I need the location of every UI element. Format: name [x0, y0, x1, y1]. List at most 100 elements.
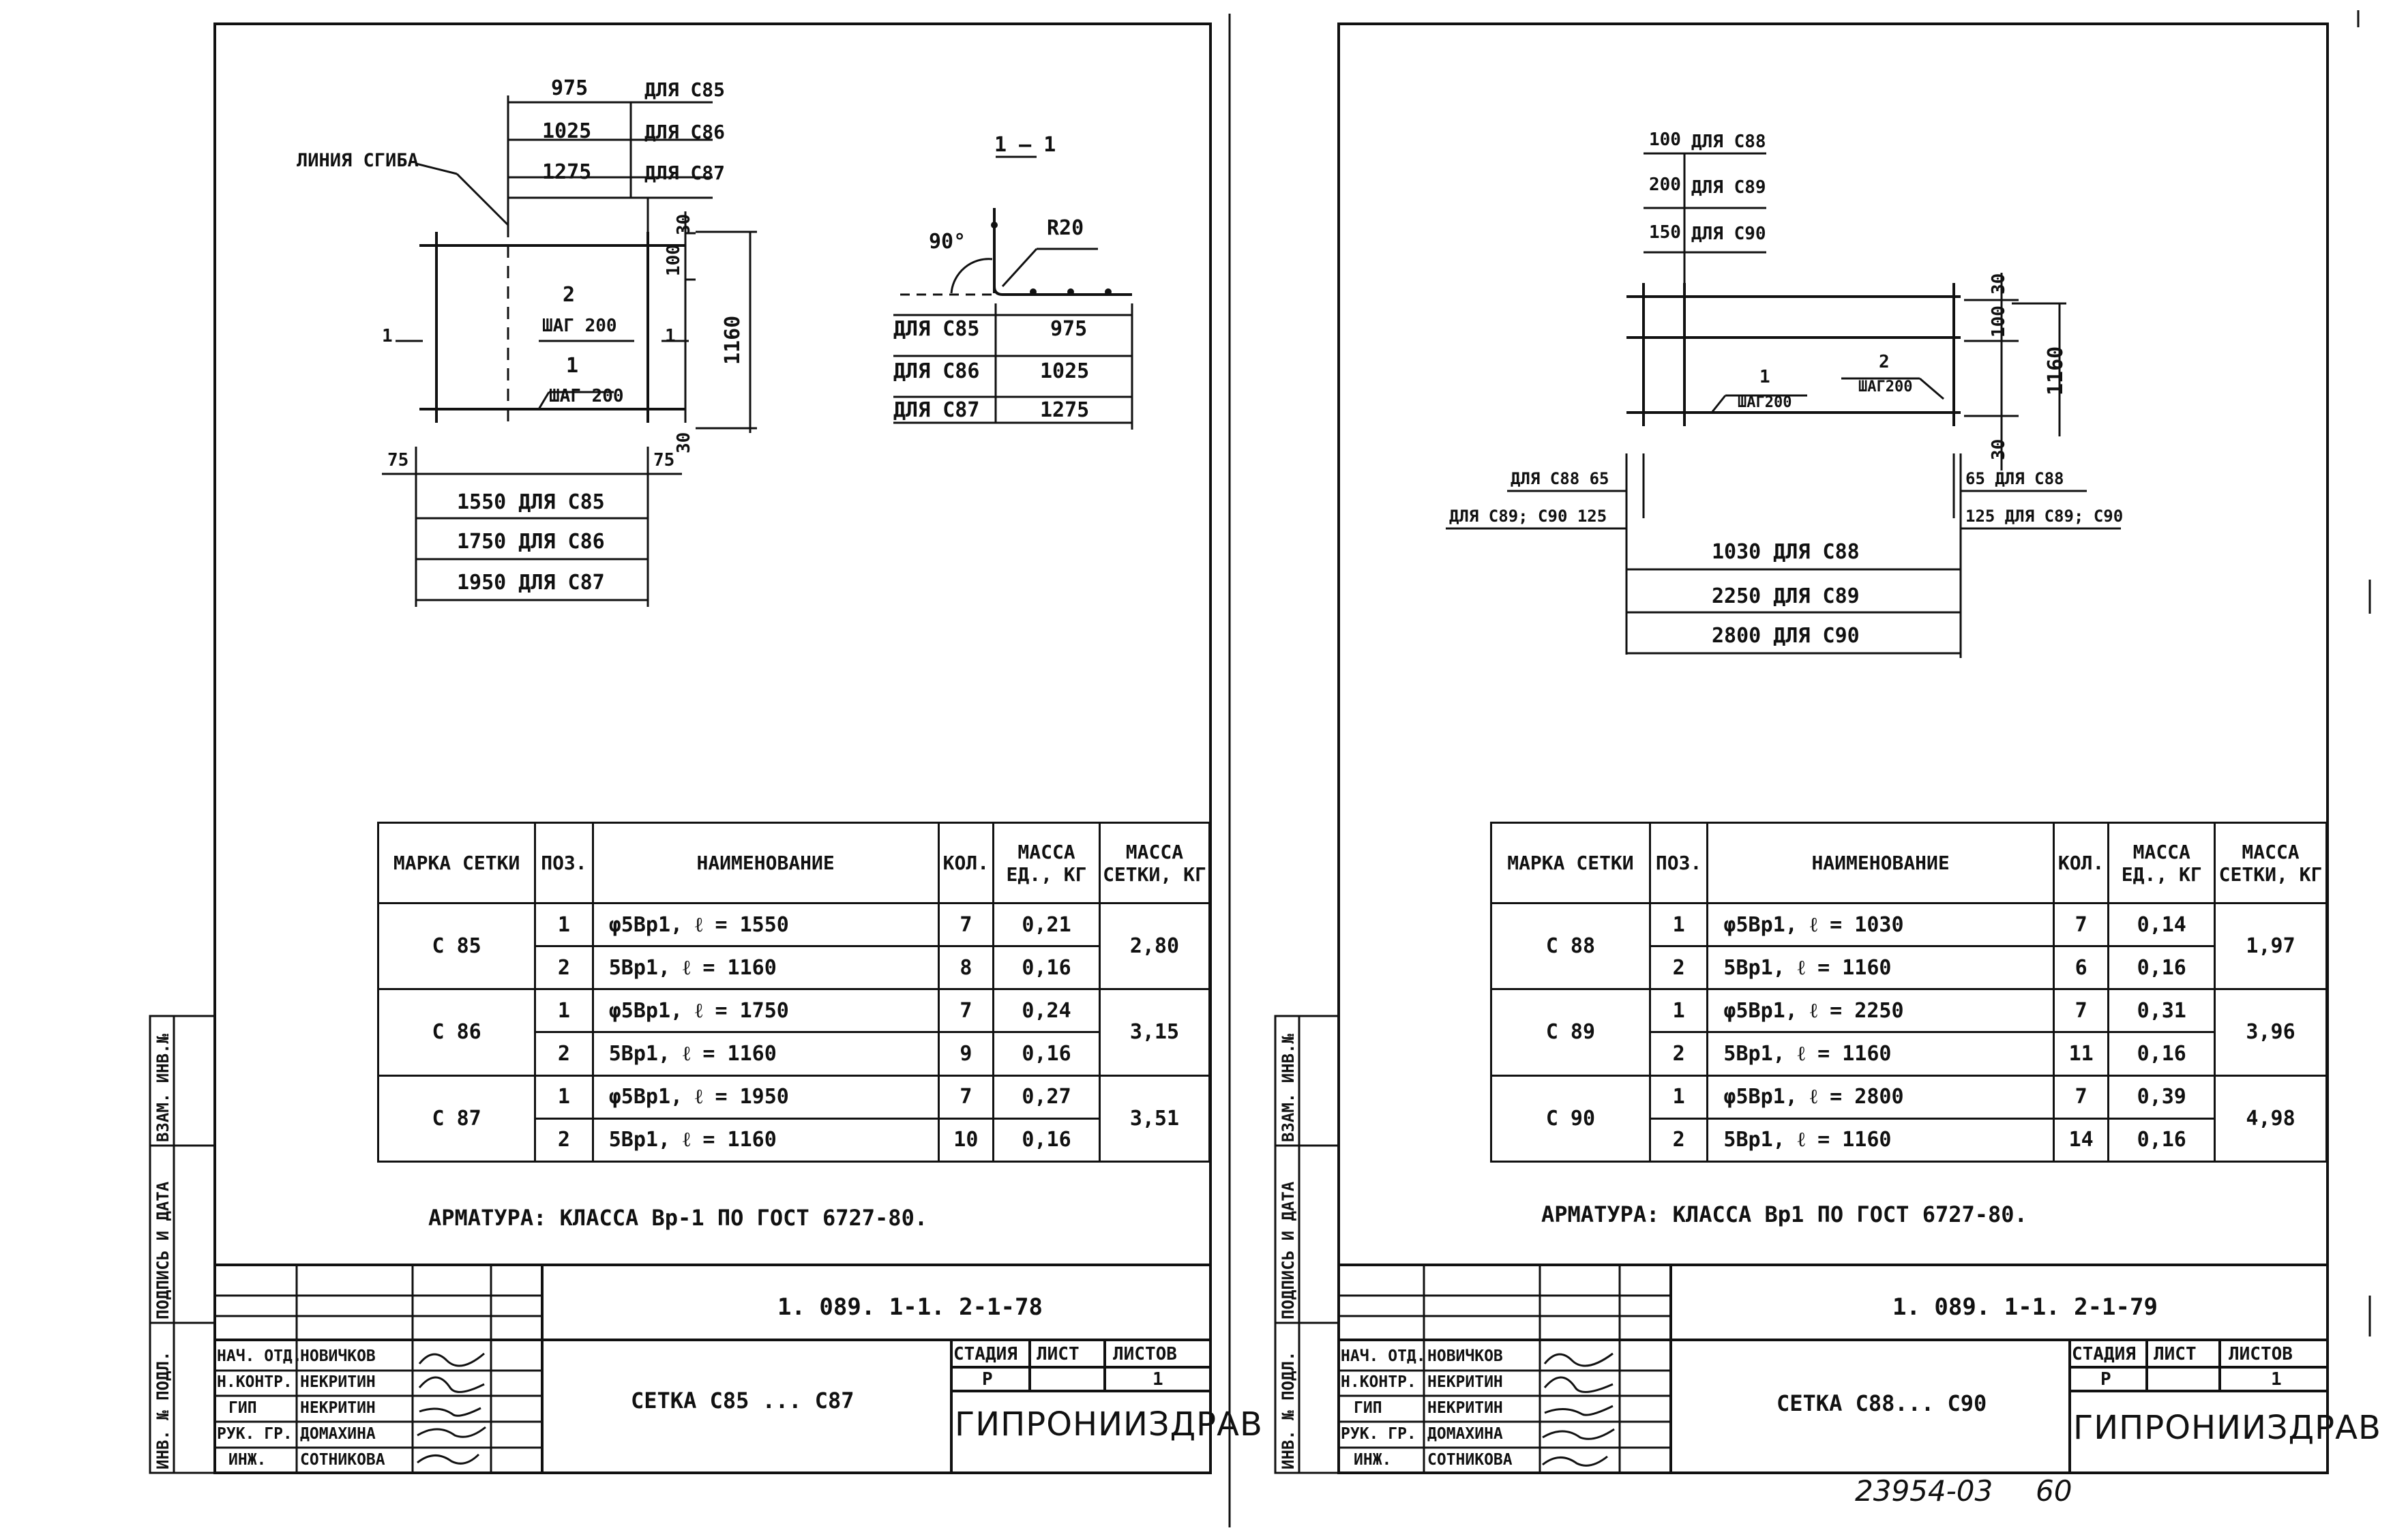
- table-row: 2 5Вр1, ℓ = 1160 11 0,16: [1491, 1031, 2327, 1077]
- qty-cell: 9: [937, 1031, 995, 1077]
- qty-cell: 14: [2052, 1117, 2110, 1163]
- right-stage-label: СТАДИЯ: [2072, 1344, 2136, 1364]
- total-mass: 3,51: [1098, 1074, 1211, 1163]
- table-row: 2 5Вр1, ℓ = 1160 8 0,16: [378, 945, 1210, 991]
- pos-cell: 1: [1648, 901, 1709, 948]
- left-drawing-code: 1. 089. 1-1. 2-1-78: [777, 1294, 1043, 1321]
- left-sheets-label: ЛИСТОВ: [1113, 1344, 1177, 1364]
- pos2-step: ШАГ 200: [542, 316, 617, 336]
- mass-cell: 0,14: [2107, 901, 2216, 948]
- mesh-mark: С 85: [376, 901, 537, 991]
- bottom-dim-3: 1950 ДЛЯ С87: [457, 571, 605, 595]
- r-top-dim-3-value: 150: [1649, 222, 1681, 243]
- pos-cell: 2: [1648, 1117, 1709, 1163]
- right-sheet-label: ЛИСТ: [2154, 1344, 2197, 1364]
- total-mass: 3,96: [2214, 988, 2328, 1077]
- col-header-mark: МАРКА СЕТКИ: [376, 822, 537, 904]
- name-cell: φ5Вр1, ℓ = 1950: [591, 1074, 940, 1120]
- col-header-pos: ПОЗ.: [534, 822, 594, 904]
- qty-cell: 7: [2052, 901, 2110, 948]
- r-pos2-number: 2: [1879, 352, 1890, 372]
- right-side-label-2: ПОДПИСЬ И ДАТА: [1279, 1181, 1298, 1319]
- left-drawing-title: СЕТКА С85 ... С87: [631, 1388, 854, 1414]
- pos-cell: 1: [534, 901, 594, 948]
- total-mass: 3,15: [1098, 988, 1211, 1077]
- mesh-mark: С 89: [1490, 988, 1651, 1077]
- left-mesh-plan: [382, 95, 757, 607]
- r-pos2-step: ШАГ200: [1858, 378, 1913, 395]
- left-stage-label: СТАДИЯ: [953, 1344, 1017, 1364]
- right-stage-value: Р: [2100, 1369, 2111, 1390]
- right-role-3: ГИП: [1354, 1399, 1382, 1417]
- mass-cell: 0,31: [2107, 988, 2216, 1034]
- r-dim-30-bottom: 30: [1989, 438, 2009, 460]
- total-mass: 1,97: [2214, 901, 2328, 991]
- left-sheet-frame: [213, 23, 1212, 1474]
- col-header-total-mass: МАССА СЕТКИ, КГ: [1098, 822, 1211, 904]
- table-row: С 87 1 φ5Вр1, ℓ = 1950 7 0,27 3,51: [376, 1074, 1211, 1163]
- r-right-offset-2: 125 ДЛЯ С89; С90: [1965, 507, 2124, 526]
- left-person-5: СОТНИКОВА: [300, 1451, 385, 1469]
- mesh-mark: С 90: [1490, 1074, 1651, 1163]
- col-header-unit-mass: МАССА ЕД., КГ: [2107, 822, 2216, 904]
- right-org-name: ГИПРОНИИЗДРАВ: [2073, 1409, 2381, 1447]
- left-section-detail: [893, 155, 1133, 430]
- r-dim-1160: 1160: [2044, 346, 2068, 395]
- top-dim-1-for: ДЛЯ С85: [644, 78, 726, 101]
- table-row: С 90 1 φ5Вр1, ℓ = 2800 7 0,39 4,98: [1490, 1074, 2328, 1163]
- section-mark-left: 1: [382, 326, 393, 346]
- top-dim-1-value: 975: [551, 76, 589, 100]
- name-cell: 5Вр1, ℓ = 1160: [591, 945, 940, 991]
- pos-cell: 2: [1648, 945, 1709, 991]
- table-row: 2 5Вр1, ℓ = 1160 10 0,16: [378, 1117, 1210, 1163]
- archive-number: 23954-03: [1855, 1474, 1993, 1508]
- r-top-dim-3-for: ДЛЯ С90: [1691, 224, 1766, 244]
- pos1-step: ШАГ 200: [549, 386, 624, 406]
- dim-75-left: 75: [387, 450, 409, 470]
- right-mesh-plan: [1446, 152, 2121, 658]
- r-left-offset-1: ДЛЯ С88 65: [1511, 469, 1609, 488]
- mesh-mark: С 88: [1490, 901, 1651, 991]
- mesh-mark: С 87: [376, 1074, 537, 1163]
- col-header-mark: МАРКА СЕТКИ: [1490, 822, 1651, 904]
- name-cell: 5Вр1, ℓ = 1160: [591, 1117, 940, 1163]
- pos-cell: 1: [1648, 1074, 1709, 1120]
- pos-cell: 1: [534, 1074, 594, 1120]
- qty-cell: 6: [2052, 945, 2110, 991]
- r-left-offset-2: ДЛЯ С89; С90 125: [1449, 507, 1607, 526]
- left-sheets-value: 1: [1153, 1369, 1163, 1390]
- table-row: 2 5Вр1, ℓ = 1160 14 0,16: [1491, 1117, 2327, 1163]
- dim-75-right: 75: [653, 450, 675, 470]
- bottom-dim-1: 1550 ДЛЯ С85: [457, 490, 605, 514]
- qty-cell: 11: [2052, 1031, 2110, 1077]
- left-sheet-label: ЛИСТ: [1037, 1344, 1080, 1364]
- qty-cell: 7: [937, 988, 995, 1034]
- bend-angle: 90°: [929, 230, 966, 254]
- section-mark-right: 1: [665, 326, 676, 346]
- name-cell: φ5Вр1, ℓ = 1030: [1706, 901, 2055, 948]
- name-cell: 5Вр1, ℓ = 1160: [1706, 1031, 2055, 1077]
- section-row-1-for: ДЛЯ С85: [893, 317, 980, 341]
- right-role-2: Н.КОНТР.: [1341, 1373, 1416, 1391]
- name-cell: φ5Вр1, ℓ = 2800: [1706, 1074, 2055, 1120]
- dim-30-bottom: 30: [674, 432, 694, 453]
- right-drawing-title: СЕТКА С88... С90: [1777, 1390, 1987, 1416]
- table-row: 2 5Вр1, ℓ = 1160 9 0,16: [378, 1031, 1210, 1077]
- top-dim-3-value: 1275: [542, 160, 592, 184]
- left-role-2: Н.КОНТР.: [217, 1373, 293, 1391]
- col-header-pos: ПОЗ.: [1648, 822, 1709, 904]
- r-top-dim-1-value: 100: [1649, 130, 1681, 150]
- mass-cell: 0,16: [992, 1117, 1101, 1163]
- qty-cell: 10: [937, 1117, 995, 1163]
- r-dim-100: 100: [1989, 305, 2009, 338]
- r-bottom-dim-3: 2800 ДЛЯ С90: [1712, 624, 1860, 648]
- top-dim-2-value: 1025: [542, 119, 592, 143]
- right-drawing-code: 1. 089. 1-1. 2-1-79: [1892, 1294, 2158, 1321]
- total-mass: 2,80: [1098, 901, 1211, 991]
- left-person-1: НОВИЧКОВ: [300, 1347, 376, 1365]
- pos-cell: 2: [534, 945, 594, 991]
- left-side-label-3: ВЗАМ. ИНВ.№: [153, 1034, 173, 1142]
- table-row: С 86 1 φ5Вр1, ℓ = 1750 7 0,24 3,15: [376, 988, 1211, 1077]
- left-stage-value: Р: [982, 1369, 993, 1390]
- name-cell: φ5Вр1, ℓ = 2250: [1706, 988, 2055, 1034]
